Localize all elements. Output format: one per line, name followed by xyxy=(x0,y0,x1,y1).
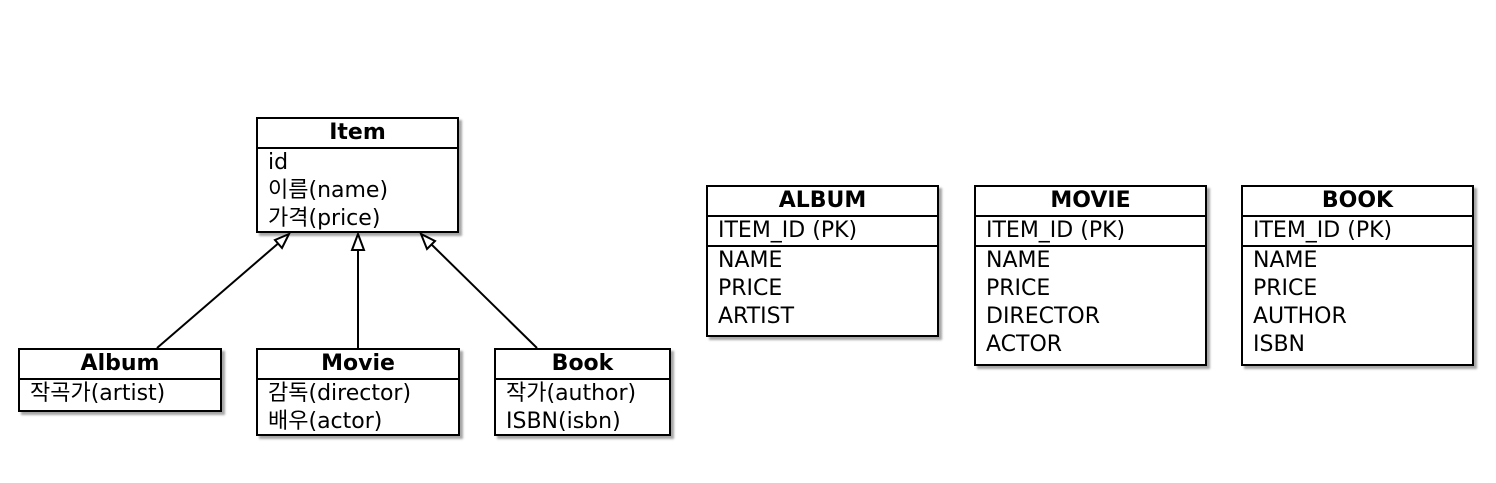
class-movie: Movie 감독(director) 배우(actor) xyxy=(256,348,460,436)
table-pk-column: ITEM_ID (PK) xyxy=(718,218,858,243)
class-book: Book 작가(author) ISBN(isbn) xyxy=(494,348,671,436)
table-title: ALBUM xyxy=(708,187,937,217)
inheritance-arrowhead-movie xyxy=(350,231,366,251)
class-title: Movie xyxy=(258,350,458,380)
class-attribute: 배우(actor) xyxy=(268,409,383,434)
table-columns: NAME PRICE DIRECTOR ACTOR xyxy=(976,247,1205,359)
table-column: DIRECTOR xyxy=(986,304,1101,329)
class-attribute: 이름(name) xyxy=(268,178,389,203)
class-attribute: 작곡가(artist) xyxy=(30,381,166,406)
class-attributes: 작가(author) ISBN(isbn) xyxy=(496,380,669,436)
table-column: AUTHOR xyxy=(1253,304,1347,329)
class-attributes: 감독(director) 배우(actor) xyxy=(258,380,458,436)
class-attributes: 작곡가(artist) xyxy=(20,380,220,408)
class-item: Item id 이름(name) 가격(price) xyxy=(256,117,459,233)
table-column: PRICE xyxy=(986,276,1051,301)
class-attribute: id xyxy=(268,150,289,175)
class-attribute: 작가(author) xyxy=(506,381,637,406)
table-column: NAME xyxy=(986,248,1051,273)
class-title: Item xyxy=(258,119,457,149)
table-column: ACTOR xyxy=(986,332,1063,357)
table-pk: ITEM_ID (PK) xyxy=(1243,217,1472,247)
class-attribute: 가격(price) xyxy=(268,206,381,231)
class-album: Album 작곡가(artist) xyxy=(18,348,222,412)
table-pk: ITEM_ID (PK) xyxy=(976,217,1205,247)
class-attribute: 감독(director) xyxy=(268,381,412,406)
inheritance-line-book xyxy=(429,242,538,349)
table-pk-column: ITEM_ID (PK) xyxy=(1253,218,1393,243)
inheritance-arrowhead-album xyxy=(273,232,292,250)
table-column: NAME xyxy=(718,248,783,273)
table-column: PRICE xyxy=(718,276,783,301)
table-columns: NAME PRICE AUTHOR ISBN xyxy=(1243,247,1472,359)
inheritance-line-album xyxy=(156,240,282,349)
table-column: PRICE xyxy=(1253,276,1318,301)
table-movie: MOVIE ITEM_ID (PK) NAME PRICE DIRECTOR A… xyxy=(974,185,1207,366)
inheritance-arrowhead-book xyxy=(419,231,437,251)
class-attributes: id 이름(name) 가격(price) xyxy=(258,149,457,233)
table-column: NAME xyxy=(1253,248,1318,273)
table-title: BOOK xyxy=(1243,187,1472,217)
table-column: ISBN xyxy=(1253,332,1306,357)
class-attribute: ISBN(isbn) xyxy=(506,409,621,434)
table-title: MOVIE xyxy=(976,187,1205,217)
table-book: BOOK ITEM_ID (PK) NAME PRICE AUTHOR ISBN xyxy=(1241,185,1474,366)
table-pk-column: ITEM_ID (PK) xyxy=(986,218,1126,243)
table-pk: ITEM_ID (PK) xyxy=(708,217,937,247)
table-album: ALBUM ITEM_ID (PK) NAME PRICE ARTIST xyxy=(706,185,939,337)
table-columns: NAME PRICE ARTIST xyxy=(708,247,937,331)
class-title: Book xyxy=(496,350,669,380)
class-title: Album xyxy=(20,350,220,380)
table-column: ARTIST xyxy=(718,304,795,329)
